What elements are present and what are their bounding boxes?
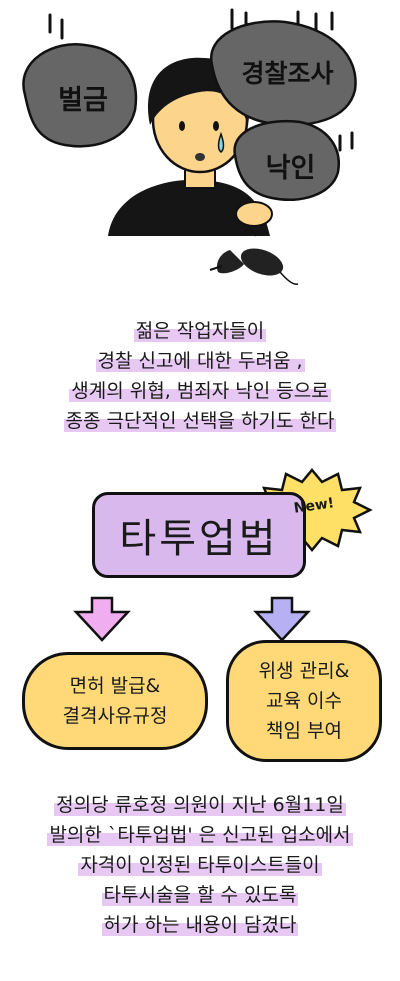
fine-label: 벌금 [58,85,108,116]
caption-line: 젊은 작업자들이 [133,320,267,342]
character-hand [235,201,273,227]
caption-line: 경찰 신고에 대한 두려움 , [95,350,305,372]
caption-line: 발의한 `타투업법' 은 신고된 업소에서 [47,824,353,846]
fine-bubble [22,43,138,148]
license-line: 면허 발급& [69,675,161,697]
hygiene-line: 교육 이수 [266,690,342,712]
license-line: 결격사유규정 [62,705,168,727]
caption-line: 허가 하는 내용이 담겼다 [101,914,299,936]
hygiene-line: 위생 관리& [258,660,350,682]
tattoo-machine-icon [209,229,299,285]
character-shirt [108,179,270,236]
worry-lines [48,8,354,152]
license-box: 면허 발급& 결격사유규정 [22,652,208,750]
police-bubble [209,20,357,127]
caption-line: 정의당 류호정 의원이 지난 6월11일 [54,794,346,816]
caption-line: 생계의 위협, 범죄자 낙인 등으로 [69,380,331,402]
caption-line: 종종 극단적인 선택을 하기도 한다 [63,410,337,432]
arrow-down-right-icon [253,596,311,642]
caption-line: 타투시술을 할 수 있도록 [101,884,299,906]
title-box: 타투업법 [92,492,306,578]
tear-icon [217,131,225,153]
hygiene-box: 위생 관리& 교육 이수 책임 부여 [226,640,382,762]
stigma-label: 낙인 [265,153,316,184]
caption-intro: 젊은 작업자들이 경찰 신고에 대한 두려움 , 생계의 위협, 범죄자 낙인 … [0,316,400,436]
hygiene-line: 책임 부여 [266,720,342,742]
page-title: 타투업법 [119,516,279,562]
caption-line: 자격이 인정된 타투이스트들이 [78,854,322,876]
stigma-bubble [233,119,340,202]
arrow-down-left-icon [73,596,131,642]
police-investigation-label: 경찰조사 [241,59,334,88]
caption-summary: 정의당 류호정 의원이 지난 6월11일 발의한 `타투업법' 은 신고된 업소… [0,790,400,940]
